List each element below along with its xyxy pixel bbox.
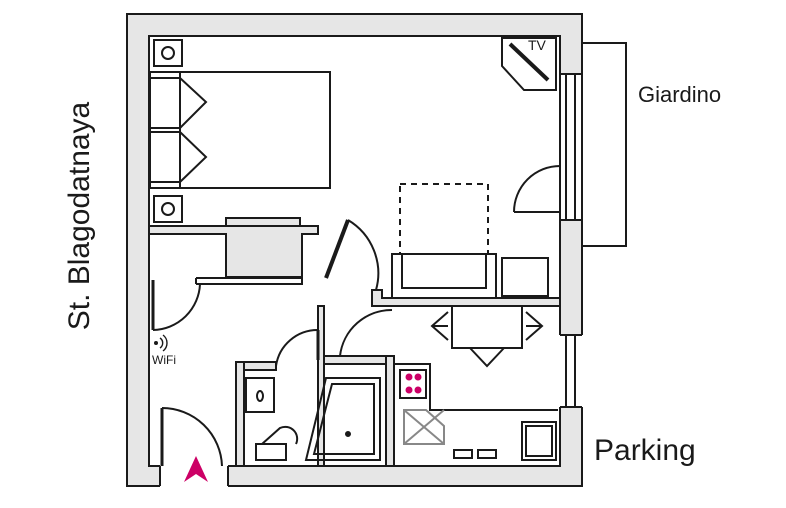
outer-wall: [126, 13, 583, 487]
sofa-icon: [391, 253, 497, 299]
dining-table-icon: [430, 305, 544, 368]
parking-label: Parking: [594, 434, 696, 467]
shower-icon: [304, 377, 381, 461]
bed-icon: [149, 71, 331, 189]
sink-icon: [245, 377, 275, 413]
corridor-door: [339, 308, 393, 357]
kitchen-counter: [394, 363, 558, 461]
kitchen-sink-icon: [403, 409, 445, 445]
bedroom-door: [324, 219, 380, 291]
street-label: St. Blagodatnaya: [63, 101, 96, 331]
window-right-bottom: [559, 335, 583, 407]
wifi-icon: [154, 334, 168, 352]
tv-label: TV: [528, 37, 546, 53]
bedroom-wall: [148, 217, 319, 278]
window-right-top: [559, 74, 583, 220]
cabinet: [501, 257, 549, 297]
stove-icon: [399, 369, 427, 399]
tv-icon: [501, 37, 557, 91]
sofa-bed-extension: [399, 183, 489, 255]
entrance-door: [160, 407, 223, 467]
garden-label: Giardino: [638, 82, 722, 107]
entrance-arrow-icon: [184, 456, 208, 482]
wardrobe-door: [151, 280, 201, 331]
nightstand-bottom-icon: [153, 195, 183, 223]
wifi-label: WiFi: [152, 353, 176, 367]
entrance-opening: [160, 465, 228, 487]
nightstand-top-icon: [153, 39, 183, 67]
garden-terrace: [582, 42, 627, 247]
bathroom-door: [275, 328, 320, 367]
garden-door: [513, 165, 561, 213]
toilet-icon: [255, 425, 299, 461]
